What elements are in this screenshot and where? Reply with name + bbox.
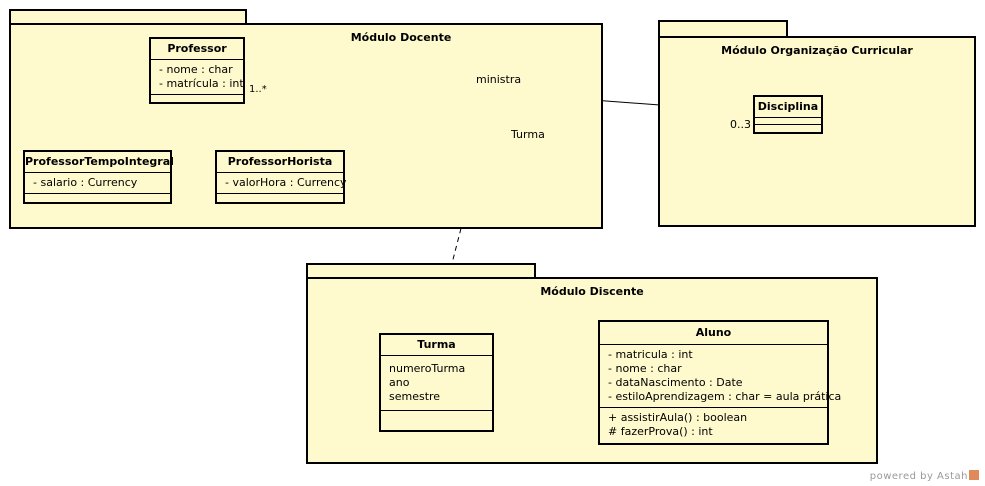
association-class-label-turma: Turma xyxy=(511,128,545,141)
powered-by-text: powered by Astah xyxy=(869,471,968,482)
class-attribute: - dataNascimento : Date xyxy=(608,376,743,389)
class-attributes: - matricula : int - nome : char - dataNa… xyxy=(600,345,842,408)
package-tab-organizacao xyxy=(658,20,788,38)
class-professor[interactable]: Professor - nome : char - matrícula : in… xyxy=(149,37,245,104)
class-attribute: - valorHora : Currency xyxy=(225,176,347,189)
class-attribute: ano xyxy=(389,376,410,389)
class-operation: # fazerProva() : int xyxy=(608,425,713,438)
class-attributes: numeroTurma ano semestre xyxy=(381,356,492,411)
class-name: Disciplina xyxy=(755,97,821,118)
class-attribute: - salario : Currency xyxy=(33,176,138,189)
package-title: Módulo Docente xyxy=(350,31,452,44)
association-label-ministra: ministra xyxy=(476,73,522,86)
multiplicity-professor: 1..* xyxy=(249,84,267,95)
powered-by-footer: powered by Astah xyxy=(870,470,979,482)
class-attribute: - nome : char xyxy=(608,362,682,375)
class-attributes: - salario : Currency xyxy=(25,173,170,194)
class-attribute: - estiloAprendizagem : char = aula práti… xyxy=(608,390,842,403)
class-professor-horista[interactable]: ProfessorHorista - valorHora : Currency xyxy=(215,150,347,204)
class-attributes: - valorHora : Currency xyxy=(217,173,347,194)
class-attributes: - nome : char - matrícula : int xyxy=(151,60,244,95)
class-attribute: - matrícula : int xyxy=(159,77,244,90)
astah-logo-icon xyxy=(969,470,979,480)
class-professor-tempo-integral[interactable]: ProfessorTempoIntegral - salario : Curre… xyxy=(23,150,174,204)
class-name: Aluno xyxy=(600,322,827,345)
class-operation: + assistirAula() : boolean xyxy=(608,411,748,424)
class-operations xyxy=(381,411,492,427)
multiplicity-disciplina: 0..3 xyxy=(730,118,751,131)
package-tab-docente xyxy=(9,9,247,25)
class-operations xyxy=(25,194,170,204)
class-turma[interactable]: Turma numeroTurma ano semestre xyxy=(379,333,494,432)
class-attribute: - matricula : int xyxy=(608,348,693,361)
class-operations: + assistirAula() : boolean # fazerProva(… xyxy=(600,408,827,442)
package-tab-discente xyxy=(306,263,536,279)
class-name: Professor xyxy=(151,39,243,60)
class-name: Turma xyxy=(381,335,492,356)
class-disciplina[interactable]: Disciplina xyxy=(753,95,823,134)
class-operations xyxy=(217,194,343,204)
class-attribute: - nome : char xyxy=(159,63,233,76)
class-attributes xyxy=(755,118,821,125)
class-name: ProfessorHorista xyxy=(217,152,343,173)
class-aluno[interactable]: Aluno - matricula : int - nome : char - … xyxy=(598,320,842,445)
package-title: Módulo Organização Curricular xyxy=(721,44,913,57)
class-attribute: numeroTurma xyxy=(389,362,466,375)
class-attribute: semestre xyxy=(389,390,441,403)
class-operations xyxy=(755,125,821,131)
package-title: Módulo Discente xyxy=(540,285,644,298)
class-name: ProfessorTempoIntegral xyxy=(25,152,174,173)
class-operations xyxy=(151,95,243,105)
